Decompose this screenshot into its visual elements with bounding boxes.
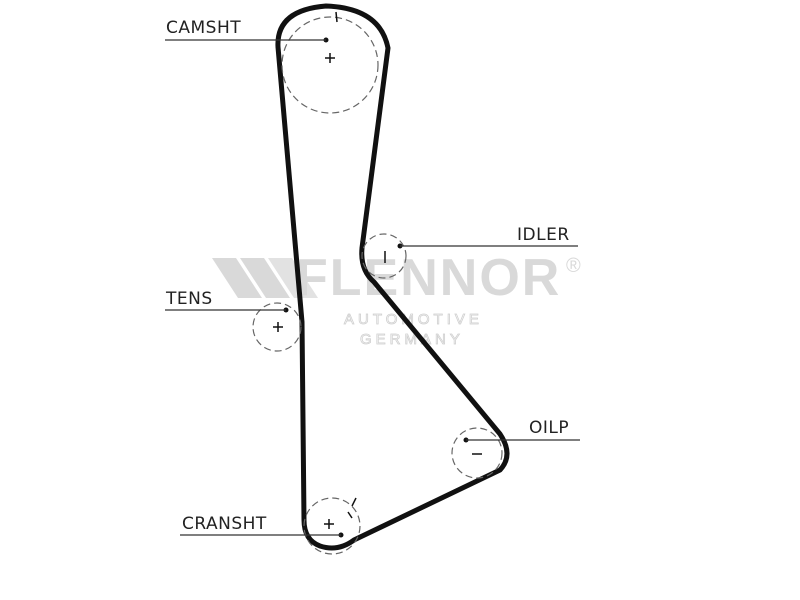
tensioner-center-icon <box>273 322 283 332</box>
idler-pulley-outline <box>361 233 407 279</box>
watermark-logo-icon <box>212 258 318 298</box>
camshaft-label: CAMSHT <box>166 18 241 38</box>
camshaft-pulley <box>281 11 379 114</box>
oil-pump-label: OILP <box>529 418 569 438</box>
timing-belt <box>275 3 510 551</box>
watermark-line-1: AUTOMOTIVE <box>344 311 483 328</box>
watermark-brand: FLENNOR <box>296 249 561 307</box>
tensioner-pulley <box>252 302 302 352</box>
crankshaft-timing-tick <box>347 511 353 519</box>
camshaft-timing-mark <box>335 11 338 23</box>
crankshaft-timing-mark <box>351 497 357 507</box>
oil-pump-pulley-outline <box>451 427 503 479</box>
crankshaft-label: CRANSHT <box>182 514 267 534</box>
watermark: FLENNOR ® AUTOMOTIVE GERMANY <box>212 249 581 348</box>
camshaft-pulley-outline <box>281 16 379 114</box>
crankshaft-center-icon <box>324 519 334 529</box>
idler-pulley <box>361 233 407 279</box>
crankshaft-pulley <box>303 497 361 555</box>
watermark-registered-mark: ® <box>566 255 581 277</box>
crankshaft-pulley-outline <box>303 497 361 555</box>
idler-label: IDLER <box>517 225 570 245</box>
watermark-line-2: GERMANY <box>360 331 464 348</box>
camshaft-center-icon <box>325 53 335 63</box>
tensioner-pulley-outline <box>252 302 302 352</box>
tensioner-label: TENS <box>165 289 213 309</box>
